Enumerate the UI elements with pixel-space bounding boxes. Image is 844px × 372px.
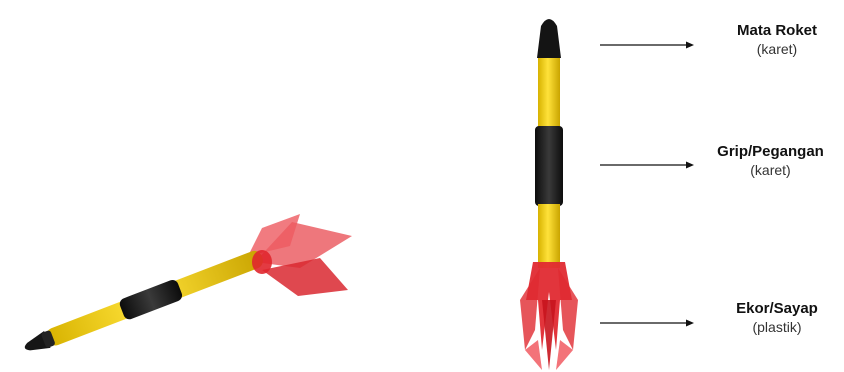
tip-name: Mata Roket xyxy=(712,22,842,40)
label-tip: Mata Roket (karet) xyxy=(712,22,842,58)
grip-name: Grip/Pegangan xyxy=(697,143,844,161)
label-grip: Grip/Pegangan (karet) xyxy=(697,143,844,179)
rocket-tip xyxy=(537,19,561,58)
tip-material: (karet) xyxy=(712,40,842,58)
grip-material: (karet) xyxy=(697,161,844,179)
rocket-grip xyxy=(535,126,563,206)
pointer-arrows xyxy=(600,42,694,327)
tail-material: (plastik) xyxy=(712,318,842,336)
rocket-front-view xyxy=(520,19,578,370)
rocket-side-view xyxy=(21,214,352,358)
tail-name: Ekor/Sayap xyxy=(712,300,842,318)
label-tail: Ekor/Sayap (plastik) xyxy=(712,300,842,336)
rocket-tail xyxy=(520,262,578,370)
